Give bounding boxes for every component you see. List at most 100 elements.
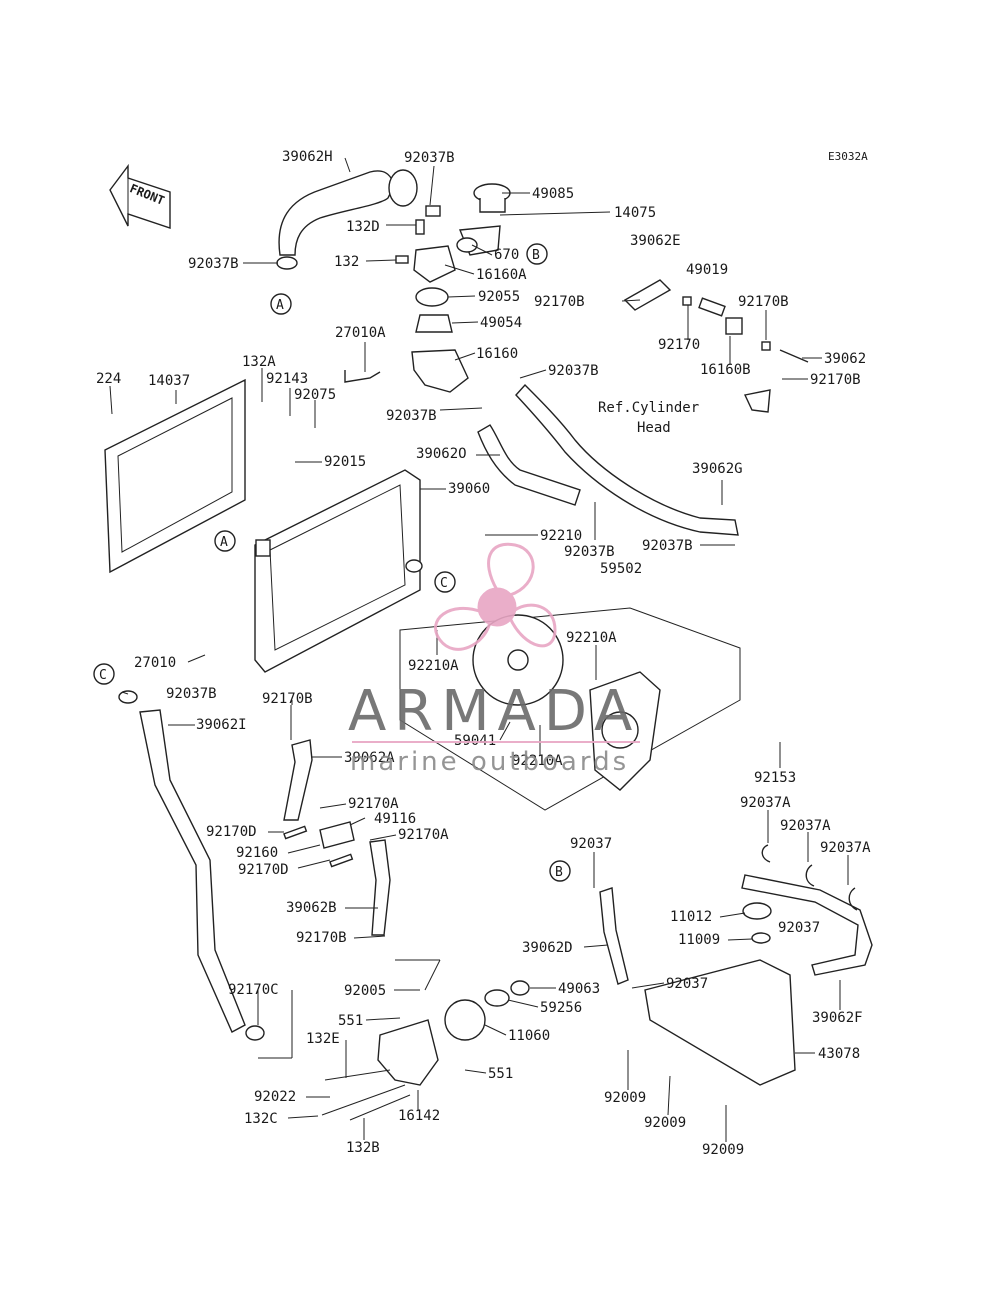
- callout-b-top: B: [526, 243, 548, 265]
- part-label: 132C: [244, 1111, 278, 1127]
- part-label: 92170A: [398, 827, 449, 843]
- part-label: 39060: [448, 481, 490, 497]
- part-label: 39062: [824, 351, 866, 367]
- part-label: 92009: [644, 1115, 686, 1131]
- part-label: 92170B: [296, 930, 347, 946]
- part-label: 39062H: [282, 149, 333, 165]
- part-label: 16160A: [476, 267, 527, 283]
- part-label: 39062O: [416, 446, 467, 462]
- thermostat-housing-16160: [411, 349, 469, 393]
- part-label: 92160: [236, 845, 278, 861]
- part-labels: E3032A FRONT 39062H 92037B 49085 14075 1…: [96, 149, 871, 1158]
- part-label: 92143: [266, 371, 308, 387]
- part-label: 39062I: [196, 717, 247, 733]
- part-label: 92037B: [548, 363, 599, 379]
- part-label: 132B: [346, 1140, 380, 1156]
- callout-markers: A B A C C B: [93, 243, 571, 882]
- o-ring-92055: [415, 287, 449, 307]
- part-label: 92170B: [262, 691, 313, 707]
- armada-watermark: ARMADA marine outboards: [348, 542, 640, 777]
- part-label: 92037A: [780, 818, 831, 834]
- part-label: 39062E: [630, 233, 681, 249]
- part-label: 49019: [686, 262, 728, 278]
- part-label: 39062G: [692, 461, 743, 477]
- part-label: 92009: [702, 1142, 744, 1158]
- lower-hose-39062i: [139, 709, 246, 1033]
- part-label: 14037: [148, 373, 190, 389]
- water-pump-16142: [377, 1019, 439, 1086]
- part-label: 14075: [614, 205, 656, 221]
- part-label: 92170A: [348, 796, 399, 812]
- part-label: 11009: [678, 932, 720, 948]
- part-label: 49054: [480, 315, 522, 331]
- part-label: 11012: [670, 909, 712, 925]
- part-label: 92009: [604, 1090, 646, 1106]
- thermostat-49054: [415, 314, 453, 333]
- part-drawings: [104, 163, 873, 1121]
- upper-hose-39062h: [278, 170, 394, 256]
- part-label: 132E: [306, 1031, 340, 1047]
- part-label: 92170B: [810, 372, 861, 388]
- svg-text:B: B: [555, 865, 563, 880]
- part-label: 92037A: [740, 795, 791, 811]
- radiator-cover-14037: [104, 378, 246, 574]
- part-label: 59256: [540, 1000, 582, 1016]
- part-label: 27010: [134, 655, 176, 671]
- part-label: 92153: [754, 770, 796, 786]
- propeller-logo-icon: [434, 542, 557, 651]
- part-label: 92170C: [228, 982, 279, 998]
- part-label: 92037B: [386, 408, 437, 424]
- part-label: 92037B: [166, 686, 217, 702]
- part-label: 92037: [666, 976, 708, 992]
- svg-text:C: C: [99, 668, 107, 683]
- callout-a-top: A: [270, 293, 292, 315]
- ref-note-line2: Head: [637, 420, 671, 436]
- part-label: 132: [334, 254, 359, 270]
- svg-text:B: B: [532, 248, 540, 263]
- svg-text:A: A: [220, 535, 228, 550]
- callout-b-lower: B: [549, 860, 571, 882]
- part-label: 92210A: [408, 658, 459, 674]
- radiator-39060: [254, 469, 421, 673]
- part-label: 551: [338, 1013, 363, 1029]
- part-label: 92170D: [206, 824, 257, 840]
- part-label: 92037: [778, 920, 820, 936]
- part-label: 92037B: [404, 150, 455, 166]
- callout-c-left: C: [93, 663, 115, 685]
- part-label: 551: [488, 1066, 513, 1082]
- part-label: 39062D: [522, 940, 573, 956]
- svg-text:C: C: [440, 576, 448, 591]
- part-label: 92170D: [238, 862, 289, 878]
- part-label: 92075: [294, 387, 336, 403]
- part-label: 49116: [374, 811, 416, 827]
- part-label: 132A: [242, 354, 276, 370]
- part-label: 43078: [818, 1046, 860, 1062]
- part-label: 27010A: [335, 325, 386, 341]
- part-label: 92210A: [512, 753, 563, 769]
- part-label: 59502: [600, 561, 642, 577]
- part-label: 92022: [254, 1089, 296, 1105]
- diagram-code: E3032A: [828, 150, 868, 163]
- pump-cover-11060: [444, 999, 486, 1041]
- part-label: 92037B: [642, 538, 693, 554]
- part-label: 92210: [540, 528, 582, 544]
- part-label: 16160: [476, 346, 518, 362]
- reserve-tank-43078: [644, 959, 796, 1086]
- leader-lines: [109, 157, 849, 1142]
- part-label: 92037B: [188, 256, 239, 272]
- watermark-brand: ARMADA: [348, 679, 640, 744]
- part-label: 92170: [658, 337, 700, 353]
- fan-assembly-outline: [399, 607, 741, 811]
- part-label: 92170B: [534, 294, 585, 310]
- svg-text:A: A: [276, 298, 284, 313]
- tank-cap-11012: [742, 902, 772, 920]
- callout-c-right: C: [434, 571, 456, 593]
- ref-note-line1: Ref.Cylinder: [598, 400, 699, 416]
- part-label: 670: [494, 247, 519, 263]
- part-label: 132D: [346, 219, 380, 235]
- part-label: 16142: [398, 1108, 440, 1124]
- part-label: 92037B: [564, 544, 615, 560]
- part-label: 92037A: [820, 840, 871, 856]
- part-label: 92055: [478, 289, 520, 305]
